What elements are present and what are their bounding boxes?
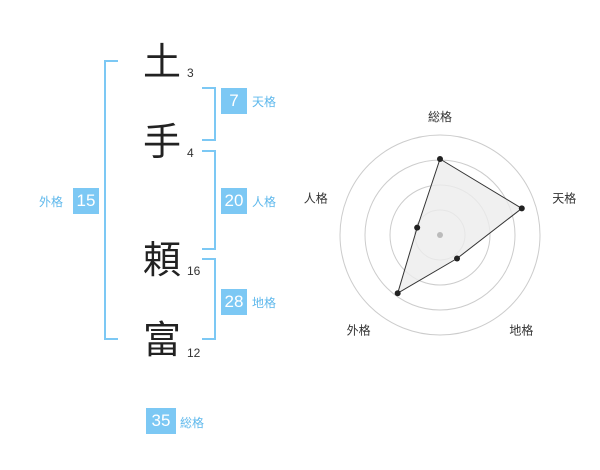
name-char-4: 富	[142, 318, 181, 362]
tenkaku-bracket	[202, 87, 216, 141]
radar-axis-label: 外格	[347, 323, 371, 338]
soukaku-label: 総格	[180, 416, 205, 430]
stroke-count-1: 3	[187, 66, 194, 80]
radar-grid-ring	[339, 134, 541, 336]
radar-series-polygon	[396, 158, 523, 295]
chikaku-value-badge: 28	[221, 289, 247, 315]
radar-axis-label: 総格	[428, 109, 452, 124]
tenkaku-value-badge: 7	[221, 88, 247, 114]
name-char-2: 手	[142, 120, 181, 164]
chikaku-bracket	[202, 258, 216, 340]
jinkaku-bracket	[202, 150, 216, 250]
stroke-count-3: 16	[187, 264, 201, 278]
tenkaku-label: 天格	[252, 95, 277, 109]
radar-data-point	[437, 156, 443, 162]
stroke-count-4: 12	[187, 346, 201, 360]
radar-data-point	[518, 205, 525, 212]
soukaku-value-badge: 35	[146, 408, 176, 434]
name-char-3: 頼	[142, 238, 181, 282]
jinkaku-label: 人格	[252, 195, 277, 209]
name-char-1: 土	[142, 40, 181, 84]
radar-axis-label: 人格	[304, 191, 328, 206]
chikaku-label: 地格	[252, 296, 277, 310]
gaikaku-value-badge: 15	[73, 188, 99, 214]
radar-data-point	[414, 224, 421, 231]
radar-center-dot	[437, 232, 443, 238]
gaikaku-label: 外格	[39, 195, 64, 209]
jinkaku-value-badge: 20	[221, 188, 247, 214]
radar-data-point	[394, 290, 401, 297]
stroke-count-2: 4	[187, 146, 194, 160]
gaikaku-bracket	[104, 60, 118, 340]
radar-axis-label: 天格	[552, 191, 576, 206]
radar-axis-label: 地格	[509, 323, 533, 338]
radar-data-point	[454, 255, 461, 262]
